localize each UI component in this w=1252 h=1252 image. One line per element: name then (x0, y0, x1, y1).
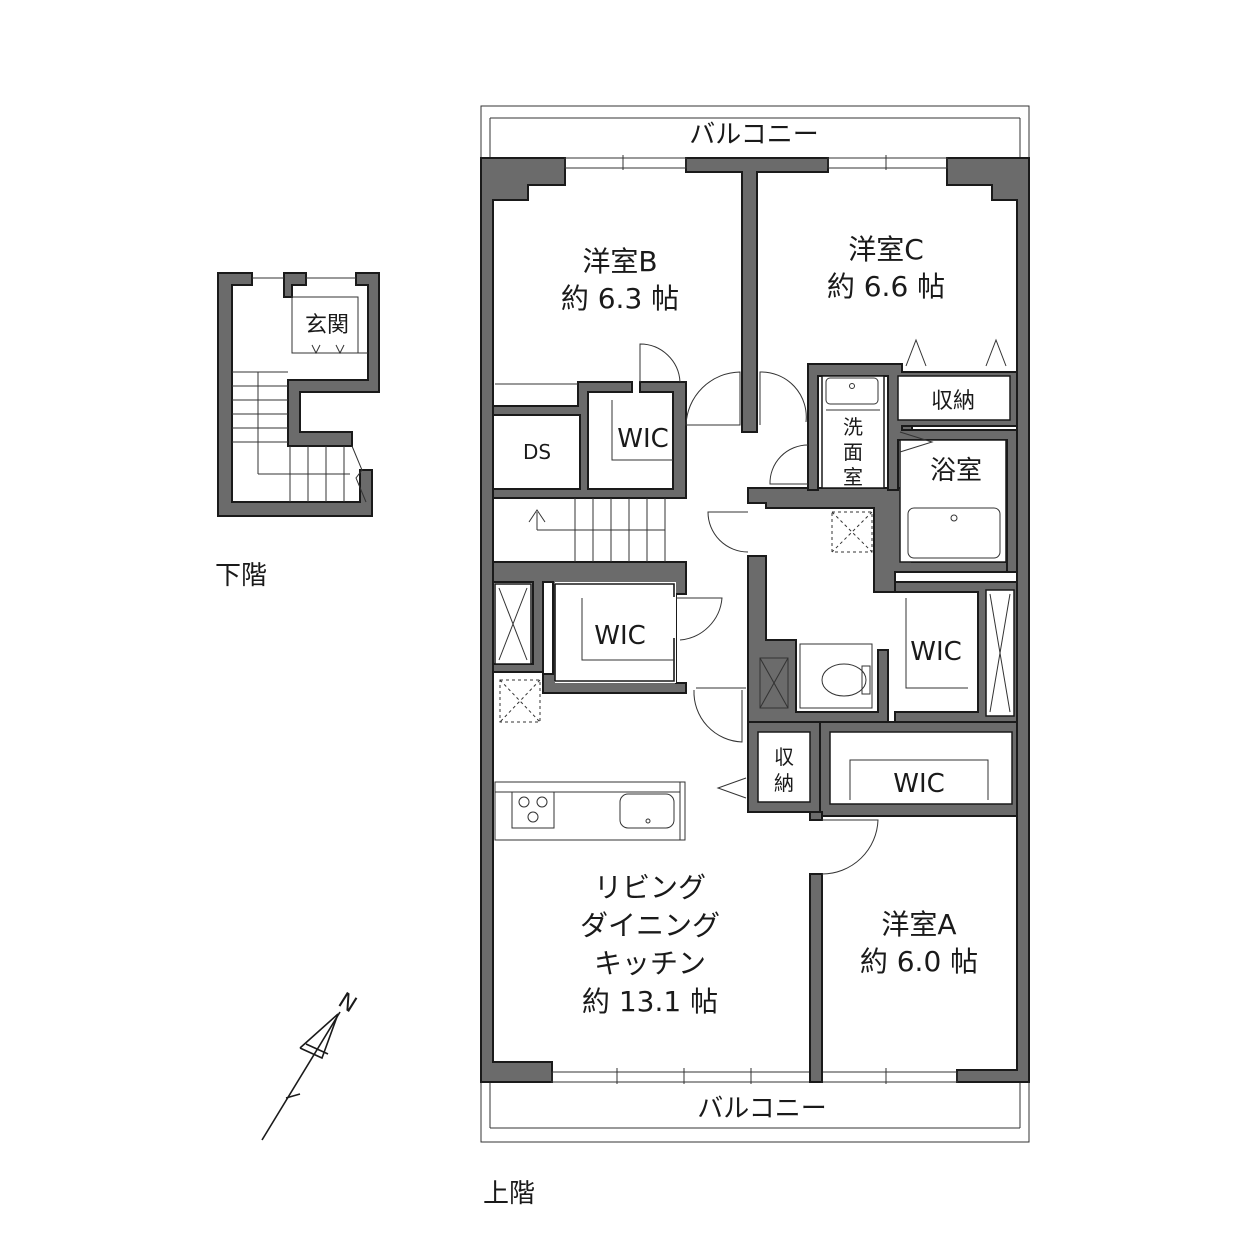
room-c-size: 約 6.6 帖 (827, 270, 945, 303)
room-b-size: 約 6.3 帖 (561, 282, 679, 315)
room-c-label: 洋室C (848, 233, 924, 266)
lower-floor-label: 下階 (215, 561, 267, 591)
washroom-label-2: 面 (843, 440, 863, 464)
north-arrow (261, 1011, 341, 1141)
entrance-label: 玄関 (305, 313, 349, 338)
balcony-top-label: バルコニー (689, 120, 818, 150)
upper-floor-label: 上階 (483, 1179, 535, 1209)
bath-label: 浴室 (930, 456, 982, 486)
wic-mid-label: WIC (594, 621, 646, 651)
ldk-label-kitchen: キッチン (594, 947, 706, 980)
room-b-label: 洋室B (582, 245, 657, 278)
storage-mid-label-2: 納 (774, 771, 794, 795)
lower-floor-plan (217, 272, 380, 517)
wic-b-label: WIC (617, 424, 669, 454)
storage-top-label: 収納 (931, 389, 975, 414)
ldk-label-living: リビング (594, 871, 706, 904)
balcony-bottom-label: バルコニー (697, 1094, 826, 1124)
fixtures (493, 377, 1011, 841)
room-a-label: 洋室A (881, 908, 956, 941)
labels: バルコニー バルコニー 洋室B 約 6.3 帖 洋室C 約 6.6 帖 洋室A … (215, 120, 982, 1209)
ds-label: DS (523, 440, 551, 464)
ldk-label-dining: ダイニング (580, 909, 720, 942)
wic-a-label: WIC (893, 769, 945, 799)
wic-right-label: WIC (910, 637, 962, 667)
washroom-label-1: 洗 (843, 415, 863, 439)
washroom-label-3: 室 (843, 465, 863, 489)
doors (639, 338, 1007, 875)
storage-mid-label-1: 収 (774, 745, 794, 769)
room-a-size: 約 6.0 帖 (860, 945, 978, 978)
ldk-size: 約 13.1 帖 (582, 985, 718, 1018)
